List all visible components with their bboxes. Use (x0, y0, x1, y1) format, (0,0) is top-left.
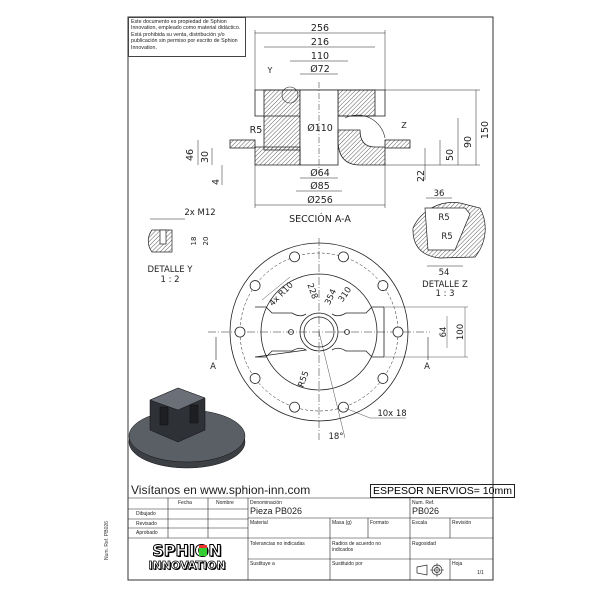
dim-110: 110 (311, 51, 329, 62)
dim-50: 50 (445, 149, 456, 161)
dim-r55: R55 (297, 370, 312, 389)
bolt-hole (249, 373, 261, 384)
detail-z-36: 36 (434, 189, 445, 199)
label-escala: Escala (412, 520, 428, 526)
detail-y-18: 18 (190, 237, 198, 246)
section-labels: 256 216 110 Ø72 Ø110 Ø64 Ø85 Ø256 SECCIÓ… (185, 23, 491, 225)
detail-y (147, 218, 185, 253)
bolt-hole (377, 280, 389, 291)
bolt-hole (289, 401, 300, 413)
dim-30: 30 (200, 151, 211, 163)
label-formato: Formato (370, 520, 389, 526)
sphion-logo: SPHION INNOVATION (141, 541, 233, 575)
plan-labels: 4x R10 228 354 310 R55 64 100 10x 18 18°… (210, 280, 466, 442)
label-material: Material (250, 520, 268, 526)
website-link[interactable]: Visítanos en www.sphion-inn.com (131, 483, 311, 497)
dim-228: 228 (304, 282, 319, 301)
ref-value: PB026 (412, 506, 440, 516)
logo-top: SPHION (152, 541, 223, 560)
row-dibujado: Dibujado (136, 511, 156, 517)
dim-4: 4 (211, 179, 222, 185)
bolt-hole (338, 251, 349, 263)
bolt-hole (289, 251, 300, 263)
dim-216: 216 (311, 37, 329, 48)
label-revision: Revisión (452, 520, 472, 526)
dim-holes: 10x 18 (377, 409, 406, 419)
detail-y-20: 20 (202, 237, 210, 246)
label-rugosidad: Rugosidad (412, 541, 436, 547)
bolt-hole (338, 401, 349, 413)
detail-y-labels: 2x M12 18 20 DETALLE Y 1 : 2 (148, 208, 216, 285)
label-radios: Radios de acuerdo no indicados (332, 541, 381, 553)
row-revisado: Revisado (136, 521, 157, 527)
bolt-hole (392, 326, 404, 338)
dim-22: 22 (416, 170, 427, 182)
label-num-ref: Num. Ref. (412, 500, 435, 506)
logo-bottom: INNOVATION (148, 559, 226, 573)
section-mark-right: A (424, 362, 430, 372)
label-hoja: Hoja (452, 561, 463, 567)
projection-symbol-icon (416, 563, 444, 577)
header-fecha: Fecha (178, 500, 192, 506)
detail-z-title: DETALLE Z (422, 280, 468, 290)
dim-phi64: Ø64 (310, 168, 330, 179)
bolt-hole (249, 280, 261, 291)
detail-y-thread: 2x M12 (184, 208, 215, 218)
dim-46: 46 (185, 149, 196, 161)
bolt-hole (234, 326, 246, 338)
detail-z-54: 54 (439, 268, 450, 278)
logo-cube-icon (199, 545, 207, 556)
section-view (197, 30, 480, 208)
detail-y-scale: 1 : 2 (160, 275, 179, 285)
part-name: Pieza PB026 (250, 506, 303, 516)
side-reference: Num. Ref. PB026 (104, 521, 110, 560)
dim-64: 64 (439, 327, 449, 338)
label-sustituye: Sustituye a (250, 561, 275, 567)
dim-angle: 18° (328, 432, 343, 442)
bolt-hole (377, 373, 389, 384)
label-sustituido: Sustituido por (332, 561, 363, 567)
dim-phi72: Ø72 (310, 64, 330, 75)
dim-90: 90 (463, 136, 474, 148)
detail-z-scale: 1 : 3 (435, 289, 454, 299)
dim-r5: R5 (250, 125, 263, 136)
header-nombre: Nombre (216, 500, 234, 506)
hoja-value: 1/1 (477, 570, 484, 576)
dim-310: 310 (337, 285, 355, 304)
dim-phi85: Ø85 (310, 181, 330, 192)
label-tolerancias: Tolerancias no indicadas (250, 541, 305, 547)
detail-z-labels: 36 R5 R5 54 DETALLE Z 1 : 3 (422, 189, 468, 299)
sheet-border (127, 16, 494, 581)
copyright-notice: Este documento es propiedad de Sphion In… (128, 17, 246, 57)
dim-256: 256 (311, 23, 329, 34)
detail-z-r5a: R5 (438, 213, 449, 223)
section-mark-left: A (210, 362, 216, 372)
isometric-render (128, 387, 246, 469)
label-y: Y (267, 66, 273, 75)
detail-y-title: DETALLE Y (148, 265, 194, 275)
dim-phi110: Ø110 (307, 123, 333, 134)
dim-100: 100 (456, 324, 466, 340)
title-block-grid (128, 497, 493, 580)
label-z: Z (401, 121, 407, 130)
detail-z-r5b: R5 (441, 232, 452, 242)
dim-150: 150 (480, 121, 491, 139)
row-aprobado: Aprobado (136, 530, 158, 536)
dim-phi256: Ø256 (307, 195, 333, 206)
detail-z (412, 197, 486, 267)
plan-view (208, 238, 468, 440)
dim-4xr10: 4x R10 (267, 280, 295, 308)
section-title: SECCIÓN A-A (289, 213, 351, 225)
label-denominacion: Denominación (250, 500, 282, 506)
rib-thickness-note: ESPESOR NERVIOS= 10mm (370, 484, 515, 498)
label-masa: Masa (g) (332, 520, 352, 526)
